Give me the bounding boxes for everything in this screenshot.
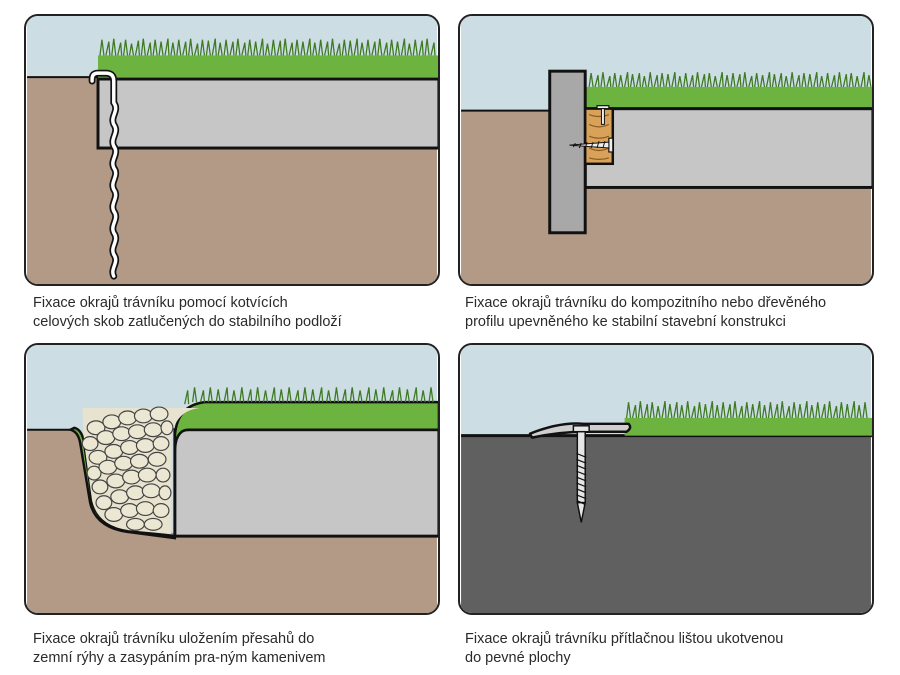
caption-pressure-strip: Fixace okrajů trávníku přítlačnou lištou… [465, 631, 784, 666]
nail [596, 105, 610, 125]
caption-trench: Fixace okrajů trávníku uložením přesahů … [33, 631, 326, 666]
profile-anchoring-illustration [461, 16, 872, 284]
screw [572, 425, 590, 523]
caption-profile: Fixace okrajů trávníku do kompozitního n… [465, 295, 827, 330]
gravel [81, 406, 174, 531]
grass-strip [97, 38, 438, 81]
anchor-staple [88, 69, 120, 280]
grass-strip [184, 387, 434, 405]
grass-strip [624, 401, 872, 436]
trench-anchoring-illustration [27, 345, 438, 613]
pressure-strip-illustration [461, 345, 872, 613]
screw [569, 137, 614, 153]
wooden-profile [583, 107, 615, 166]
panel-profile [458, 14, 874, 286]
concrete-wall [548, 69, 587, 235]
panel-staples [24, 14, 440, 286]
panel-trench [24, 343, 440, 615]
panel-pressure-strip [458, 343, 874, 615]
staple-anchoring-illustration [27, 16, 438, 284]
caption-staples: Fixace okrajů trávníku pomocí kotvících … [33, 295, 342, 330]
grass-strip [585, 72, 872, 111]
